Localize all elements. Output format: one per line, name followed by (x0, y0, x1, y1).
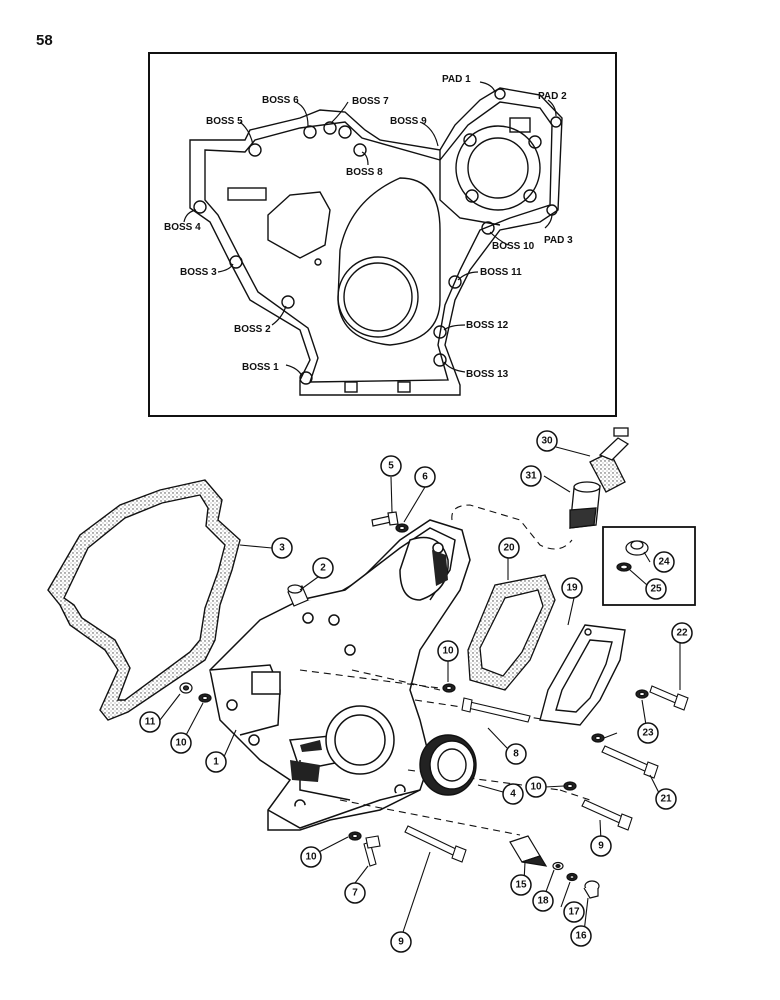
pointer-15 (509, 835, 548, 867)
callout-21: 21 (660, 794, 672, 805)
callout-5: 5 (388, 461, 394, 472)
label-boss8: BOSS 8 (346, 167, 383, 178)
timing-cover-shading (290, 550, 448, 782)
callout-23: 23 (642, 728, 654, 739)
callout-30: 30 (541, 436, 553, 447)
bolt-7 (363, 835, 381, 867)
washer-25 (616, 562, 632, 572)
bolt-22 (649, 685, 689, 711)
callout-leaders (159, 446, 681, 936)
bolt-9a (404, 825, 467, 863)
bolt-8 (461, 697, 531, 723)
callout-10a: 10 (175, 738, 187, 749)
cover-plate-19 (539, 624, 626, 726)
bolt-9b (581, 799, 633, 831)
callout-31: 31 (525, 471, 537, 482)
callout-9b: 9 (598, 841, 604, 852)
callout-19: 19 (566, 583, 578, 594)
label-boss12: BOSS 12 (466, 320, 509, 331)
breather-30 (589, 427, 630, 493)
inset-leaders (183, 81, 557, 377)
bolt-5 (371, 511, 399, 527)
label-pad2: PAD 2 (538, 91, 567, 102)
page-number: 58 (36, 32, 53, 49)
callout-7: 7 (352, 888, 358, 899)
callout-4: 4 (510, 789, 516, 800)
callouts (139, 430, 693, 953)
screw-16 (583, 880, 600, 899)
callout-2: 2 (320, 563, 326, 574)
callout-17: 17 (568, 907, 580, 918)
callout-25: 25 (650, 584, 662, 595)
label-boss1: BOSS 1 (242, 362, 279, 373)
label-boss5: BOSS 5 (206, 116, 243, 127)
callout-15: 15 (515, 880, 527, 891)
callout-10c: 10 (530, 782, 542, 793)
callout-10b: 10 (305, 852, 317, 863)
washer-6 (395, 523, 409, 533)
nut-11 (179, 682, 193, 694)
label-boss10: BOSS 10 (492, 241, 535, 252)
bolt-21 (601, 745, 659, 779)
callout-10d: 10 (442, 646, 454, 657)
plug-inset-frame (602, 526, 696, 606)
inset-frame (148, 52, 617, 417)
label-boss3: BOSS 3 (180, 267, 217, 278)
callout-6: 6 (422, 472, 428, 483)
washer-10b (442, 683, 456, 693)
label-pad1: PAD 1 (442, 74, 471, 85)
dowel-2 (287, 584, 309, 607)
washer-23b (591, 733, 605, 743)
inset-cover-drawing (189, 87, 563, 396)
label-pad3: PAD 3 (544, 235, 573, 246)
gasket-20 (467, 574, 556, 691)
callout-3: 3 (279, 543, 285, 554)
washer-17 (566, 872, 578, 882)
plug-24 (625, 540, 649, 556)
oil-seal-4 (419, 734, 477, 796)
washer-10c (563, 781, 577, 791)
label-boss6: BOSS 6 (262, 95, 299, 106)
callout-8: 8 (513, 749, 519, 760)
washer-18 (552, 861, 564, 871)
breather-tube-31 (569, 481, 601, 529)
label-boss7: BOSS 7 (352, 96, 389, 107)
callout-22: 22 (676, 628, 688, 639)
callout-24: 24 (658, 557, 670, 568)
callout-1: 1 (213, 757, 219, 768)
washer-23a (635, 689, 649, 699)
label-boss9: BOSS 9 (390, 116, 427, 127)
label-boss13: BOSS 13 (466, 369, 509, 380)
label-boss2: BOSS 2 (234, 324, 271, 335)
callout-18: 18 (537, 896, 549, 907)
label-boss11: BOSS 11 (480, 267, 522, 278)
label-boss4: BOSS 4 (164, 222, 201, 233)
callout-16: 16 (575, 931, 587, 942)
washer-10d (348, 831, 362, 841)
washer-10a (198, 693, 212, 703)
callout-9a: 9 (398, 937, 404, 948)
gasket-3 (47, 479, 241, 721)
callout-20: 20 (503, 543, 515, 554)
callout-11: 11 (145, 717, 156, 728)
